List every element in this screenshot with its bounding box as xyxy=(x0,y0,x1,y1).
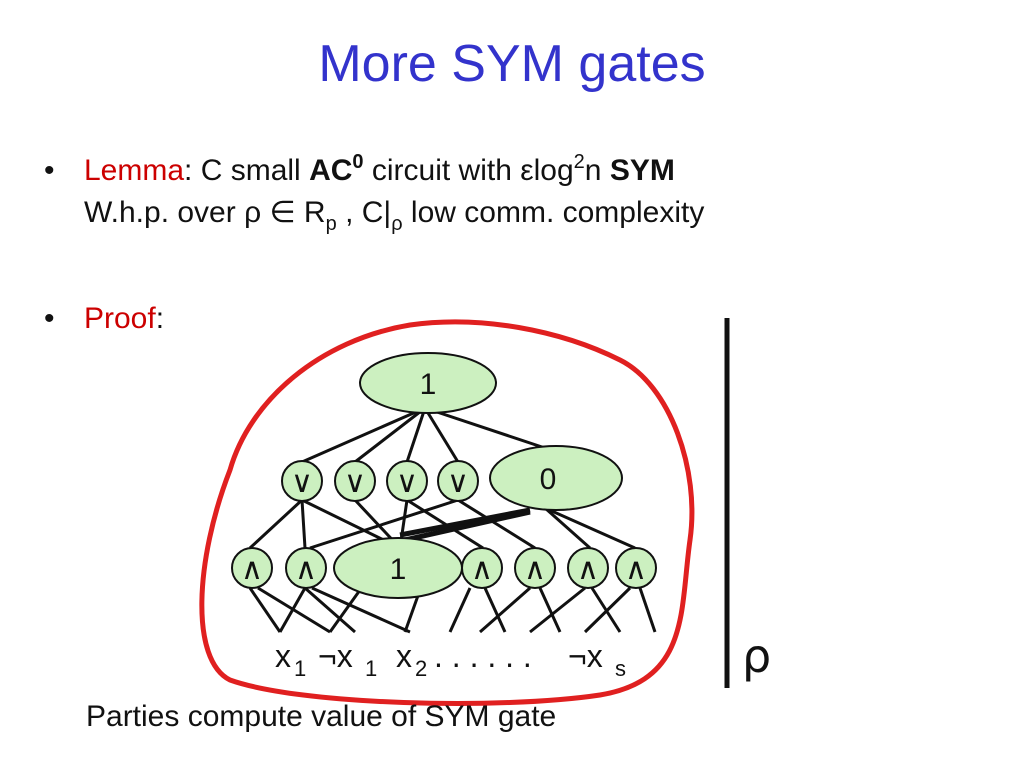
wires-top xyxy=(301,406,546,464)
or-const-label: 0 xyxy=(540,463,557,496)
or-gate xyxy=(386,460,428,502)
or-gate-label: ∨ xyxy=(344,466,366,499)
or-gate xyxy=(281,460,323,502)
and-gate-label: ∧ xyxy=(577,553,599,586)
var-x1-sub: 1 xyxy=(294,656,306,681)
lemma-label: Lemma xyxy=(84,154,185,187)
var-x1: x xyxy=(275,638,291,674)
var-x2-sub: 2 xyxy=(415,656,427,681)
and-gate-label: ∧ xyxy=(524,553,546,586)
footer-text: Parties compute value of SYM gate xyxy=(86,700,557,733)
restriction-rho: ρ xyxy=(742,629,771,683)
lemma-line-1: Lemma: C small AC0 circuit with εlog2n S… xyxy=(84,150,675,192)
or-const-node xyxy=(489,445,623,511)
lemma-log-sup: 2 xyxy=(573,151,585,173)
and-const-label: 1 xyxy=(390,553,407,586)
lemma-eps: ε xyxy=(520,154,534,187)
and-gate xyxy=(231,547,273,589)
proof-line: Proof: xyxy=(84,298,164,340)
var-not-x1: ¬x xyxy=(318,638,353,674)
lemma-line-2: W.h.p. over ρ ∈ Rp , C|ρ low comm. compl… xyxy=(84,192,704,234)
lemma-text-b: circuit with xyxy=(363,154,521,187)
and-gate xyxy=(567,547,609,589)
lemma-log: log xyxy=(533,154,574,187)
bullet-dot: • xyxy=(44,302,55,335)
lemma-line2-sub: p xyxy=(325,213,337,235)
top-node xyxy=(359,352,497,414)
var-not-x1-sub: 1 xyxy=(365,656,377,681)
lemma-line2-b: , C| xyxy=(336,196,392,229)
slide-title: More SYM gates xyxy=(318,35,706,93)
lemma-line2-sub2: ρ xyxy=(391,213,403,235)
var-not-xs: ¬x xyxy=(568,638,603,674)
or-gate-label: ∨ xyxy=(396,466,418,499)
lemma-n: n xyxy=(584,154,610,187)
or-gate xyxy=(437,460,479,502)
top-node-label: 1 xyxy=(420,368,437,401)
or-gate-label: ∨ xyxy=(447,466,469,499)
and-gate-label: ∧ xyxy=(241,553,263,586)
and-gate xyxy=(615,547,657,589)
or-gate xyxy=(334,460,376,502)
lemma-sym: SYM xyxy=(609,154,675,187)
bullet-dot: • xyxy=(44,154,55,187)
wires-bottom xyxy=(248,586,657,634)
lemma-line2-a: W.h.p. over ρ ∈ R xyxy=(84,196,326,229)
proof-label: Proof xyxy=(84,302,156,335)
and-gate-label: ∧ xyxy=(295,553,317,586)
lemma-text-a: : C small xyxy=(184,154,310,187)
and-gate xyxy=(285,547,327,589)
and-gate-label: ∧ xyxy=(625,553,647,586)
lemma-ac-sup: 0 xyxy=(352,151,364,173)
or-gate-label: ∨ xyxy=(291,466,313,499)
lemma-ac: AC xyxy=(309,154,353,187)
var-not-xs-sub: s xyxy=(615,656,626,681)
and-gate-label: ∧ xyxy=(471,553,493,586)
and-gate xyxy=(514,547,556,589)
var-dots: . . . . . . xyxy=(434,638,532,674)
var-x2: x xyxy=(396,638,412,674)
restriction-outline xyxy=(199,319,695,706)
variable-row: x 1 ¬x 1 x 2 . . . . . . ¬x s xyxy=(275,638,626,681)
proof-colon: : xyxy=(155,302,165,335)
lemma-line2-c: low comm. complexity xyxy=(402,196,705,229)
and-gate xyxy=(461,547,503,589)
